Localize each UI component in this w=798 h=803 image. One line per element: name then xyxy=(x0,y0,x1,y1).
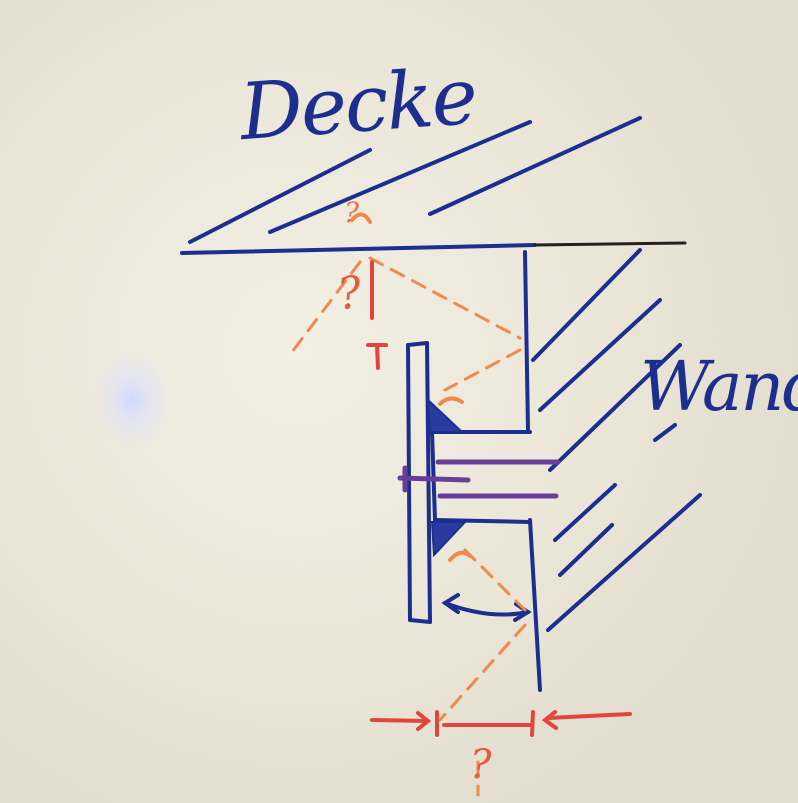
gap-arrow xyxy=(441,593,532,622)
mounting-bracket xyxy=(406,341,532,624)
screws xyxy=(397,459,561,499)
wall-label: Wand xyxy=(640,348,798,427)
measurement-dashes xyxy=(290,256,527,797)
red-marks xyxy=(350,212,632,737)
question-mark-bottom: ? xyxy=(470,742,492,788)
ceiling xyxy=(180,116,687,255)
wall xyxy=(523,248,702,692)
ceiling-label: Decke xyxy=(237,51,479,159)
question-mark-top: ? xyxy=(344,196,360,229)
